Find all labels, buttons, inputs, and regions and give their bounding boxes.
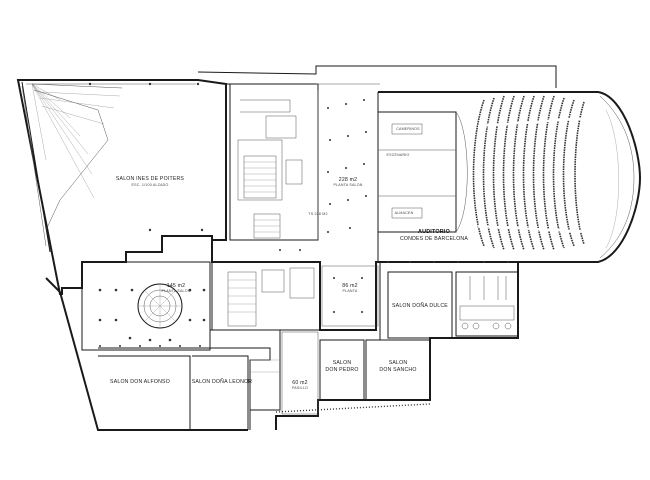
dona-dulce-name: SALON DOÑA DULCE bbox=[392, 302, 448, 309]
stage-mid-label: ESCENARIO bbox=[387, 153, 410, 157]
rotunda-columns bbox=[98, 288, 206, 342]
hall-228-subtitle: PLANTA SALON bbox=[333, 183, 362, 187]
auditorium-name: AUDITORIO bbox=[418, 229, 450, 235]
room-dona-dulce: SALON DOÑA DULCE bbox=[387, 271, 453, 339]
dona-leonor-name: SALON DOÑA LEONOR bbox=[192, 378, 253, 385]
ines-room-subtitle: ESC. 1/100 ALZADO bbox=[132, 183, 169, 187]
room-don-sancho: SALON DON SANCHO bbox=[365, 339, 431, 401]
service-core bbox=[229, 83, 319, 241]
foyer-area: 86 m2 bbox=[342, 283, 357, 289]
foyer-subtitle: PLANTA bbox=[343, 289, 358, 293]
corridor-60: 60 m2 PASILLO bbox=[250, 331, 431, 415]
don-sancho-line1: SALON bbox=[389, 360, 408, 366]
stage-low-label: ALMACEN bbox=[395, 211, 414, 215]
room-don-alfonso: SALON DON ALFONSO bbox=[98, 355, 191, 430]
don-alfonso-name: SALON DON ALFONSO bbox=[110, 379, 170, 385]
corridor-area: 60 m2 bbox=[292, 380, 307, 386]
room-ines-de-poiters: SALON INES DE POITERS ESC. 1/100 ALZADO bbox=[21, 81, 204, 253]
auditorium: CAMERINOS ESCENARIO ALMACEN AUDITORIO CO… bbox=[378, 95, 635, 259]
don-pedro-line2: DON PEDRO bbox=[325, 367, 358, 373]
rotunda-subtitle: PLANTA SALON bbox=[161, 289, 190, 293]
auditorium-subtitle: CONDES DE BARCELONA bbox=[400, 236, 468, 242]
room-dona-leonor: SALON DOÑA LEONOR bbox=[192, 355, 253, 430]
hall-228-area: 228 m2 bbox=[339, 177, 358, 183]
seating-rows bbox=[472, 95, 585, 251]
ines-room-name: SALON INES DE POITERS bbox=[116, 176, 185, 182]
rotunda-area: 145 m2 bbox=[167, 283, 186, 289]
corridor-subtitle: PASILLO bbox=[292, 386, 308, 390]
hall-columns bbox=[327, 99, 367, 233]
circulation-columns bbox=[99, 249, 509, 347]
hall-228-side-label: TS 228 M2 bbox=[308, 212, 327, 216]
service-core-lower bbox=[211, 261, 321, 331]
don-sancho-line2: DON SANCHO bbox=[379, 367, 416, 373]
restrooms bbox=[455, 271, 519, 337]
don-pedro-line1: SALON bbox=[333, 360, 352, 366]
hall-228: 228 m2 PLANTA SALON TS 228 M2 bbox=[308, 83, 380, 240]
foyer: 86 m2 PLANTA bbox=[321, 265, 379, 327]
stage-top-label: CAMERINOS bbox=[396, 127, 420, 131]
room-don-pedro: SALON DON PEDRO bbox=[319, 339, 365, 401]
rotunda-hall: 145 m2 PLANTA SALON bbox=[81, 261, 211, 351]
